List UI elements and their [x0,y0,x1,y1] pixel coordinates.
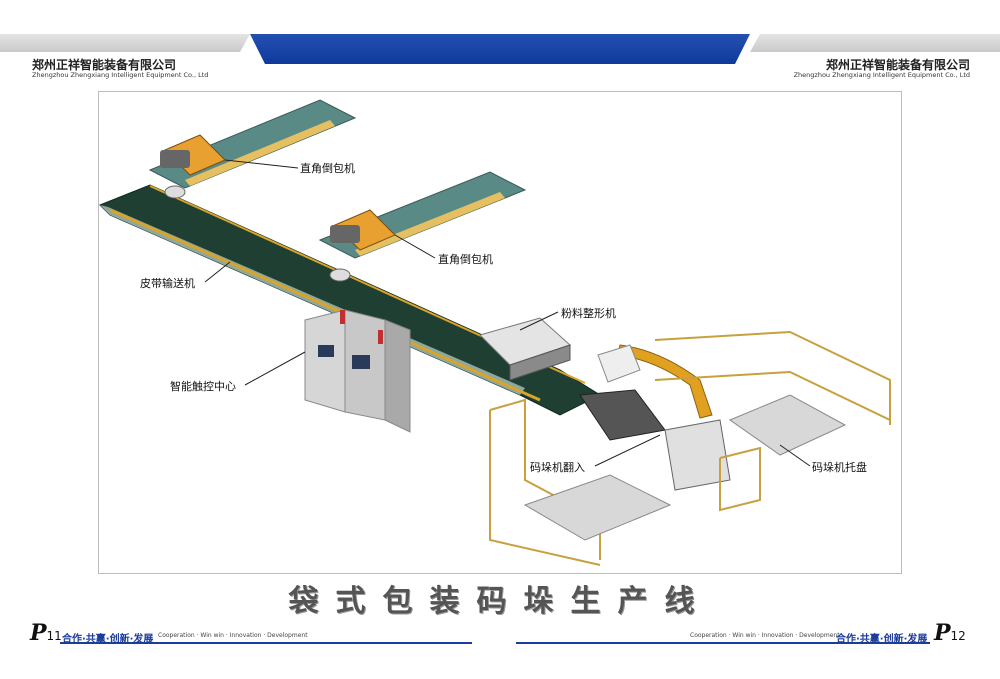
main-belt-conveyor [99,184,602,416]
pallet-right [728,394,847,456]
right-angle-turner-2 [329,209,396,282]
footer-rule-left [60,642,472,644]
slogan-cn-right: 合作·共赢·创新·发展 [836,634,928,645]
touch-control-cabinets [304,309,411,433]
pallet-left [523,474,672,541]
company-name-cn-right: 郑州正祥智能装备有限公司 [825,58,970,72]
page-number-left: P11 [30,620,62,646]
header-band-right [750,34,1000,52]
slogan-cn-left: 合作·共赢·创新·发展 [62,634,154,645]
footer-rule-right [516,642,930,644]
label-palletizer-pallet: 码垛机托盘 [810,459,869,475]
page-number-right: P12 [934,620,966,646]
roller-table [579,389,666,441]
powder-shaping-machine [479,317,571,381]
company-name-en-left: Zhengzhou Zhengxiang Intelligent Equipme… [32,71,209,79]
label-powder-shaping: 粉料整形机 [559,305,618,321]
slogan-en-right: Cooperation · Win win · Innovation · Dev… [690,632,840,639]
header-band-left [0,34,250,52]
palletizer-robot [597,344,731,491]
label-right-angle-turner-2: 直角倒包机 [436,251,495,267]
page-title: 袋式包装码垛生产线 [288,584,712,619]
label-palletizer-infeed: 码垛机翻入 [528,459,587,475]
company-name-cn-left: 郑州正祥智能装备有限公司 [32,58,177,72]
right-angle-turner-1 [160,134,226,199]
label-touch-control: 智能触控中心 [168,378,238,394]
safety-fence-front [719,446,761,512]
label-right-angle-turner-1: 直角倒包机 [298,160,357,176]
safety-fence-left [489,398,601,566]
label-belt-conveyor: 皮带输送机 [138,275,197,291]
company-name-en-right: Zhengzhou Zhengxiang Intelligent Equipme… [793,71,970,79]
safety-fence-right [654,330,891,425]
upper-conveyor-2 [318,171,527,259]
header-band-center [250,34,750,64]
slogan-en-left: Cooperation · Win win · Innovation · Dev… [158,632,308,639]
